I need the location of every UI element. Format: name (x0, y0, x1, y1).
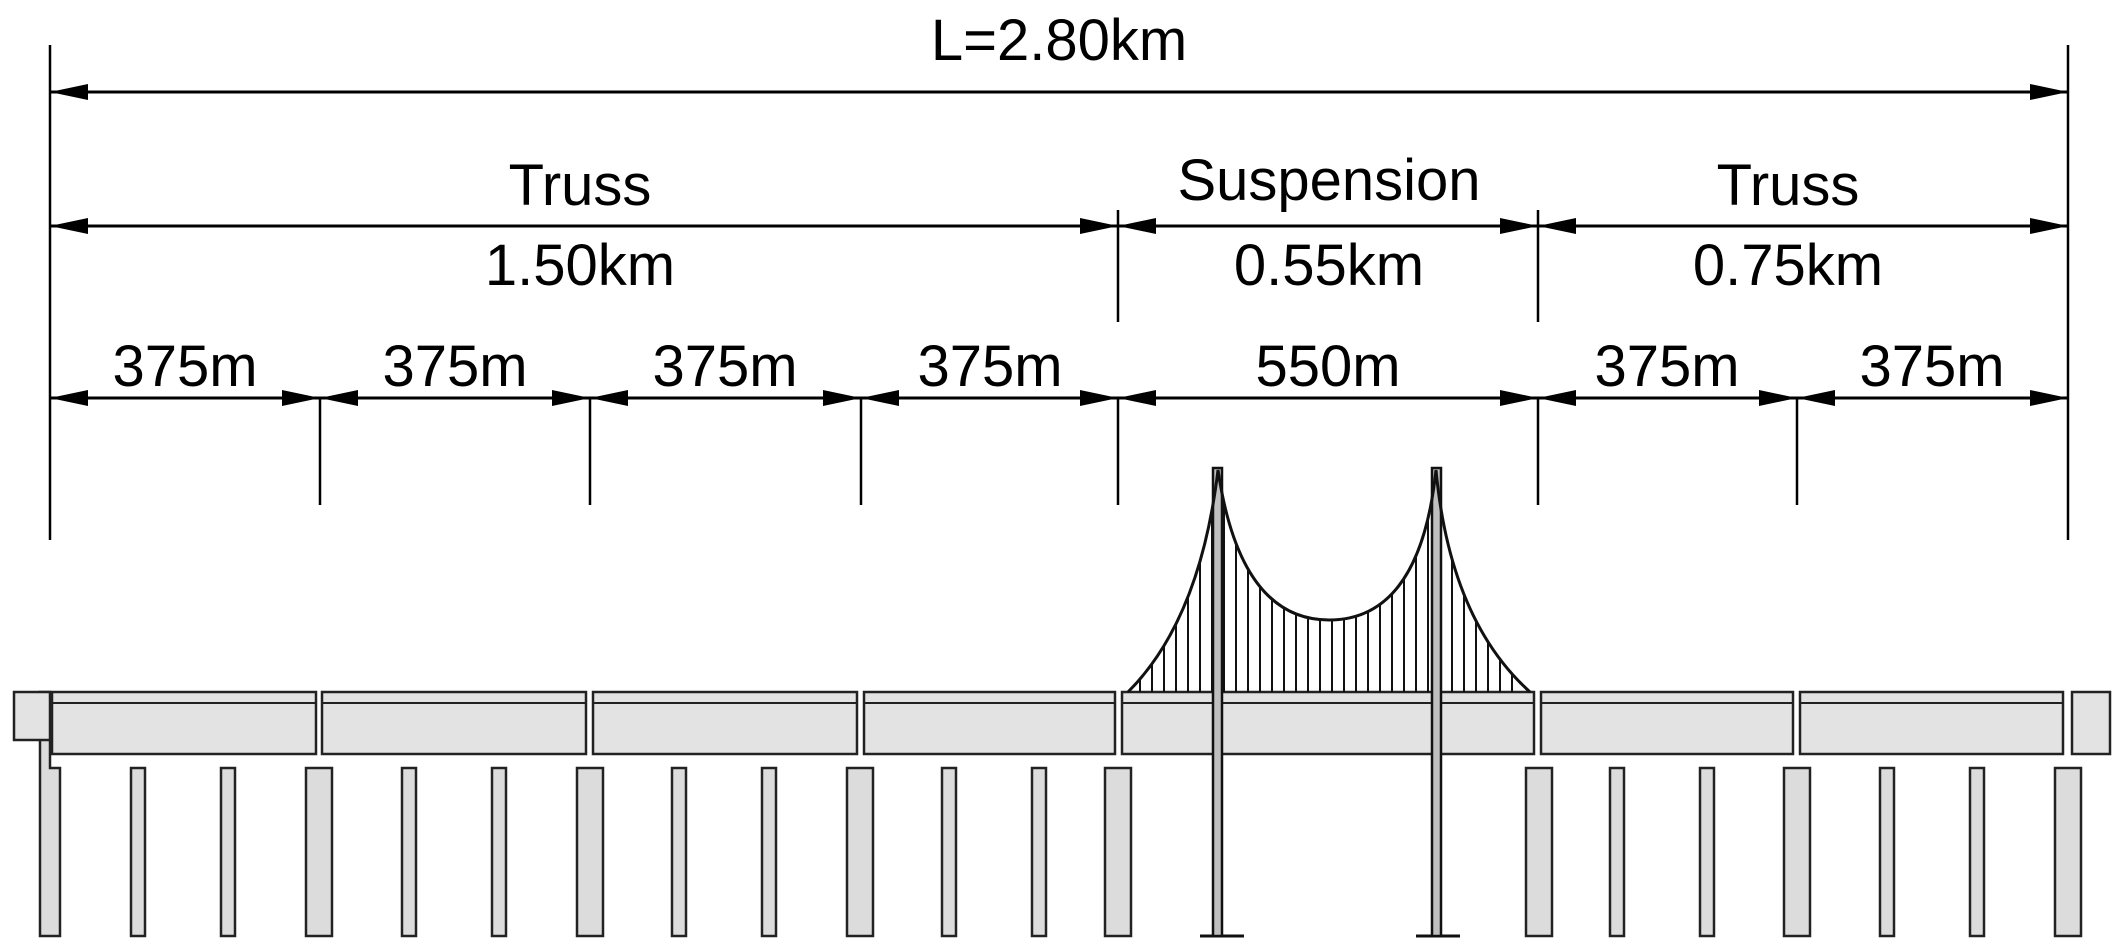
arrow-head (2030, 390, 2068, 406)
pier (1030, 766, 1048, 938)
pier (1103, 766, 1133, 938)
pier (1878, 766, 1896, 938)
arrow-head (50, 390, 88, 406)
section-length-suspension: 0.55km (1234, 233, 1424, 298)
pier (670, 766, 688, 938)
pier (1698, 766, 1716, 938)
arrow-head (1538, 218, 1576, 234)
arrow-head (50, 218, 88, 234)
arrow-head (1118, 390, 1156, 406)
arrow-head (552, 390, 590, 406)
section-dimensions: Truss 1.50km Suspension 0.55km Truss 0.7… (50, 148, 2068, 322)
arrow-head (2030, 84, 2068, 100)
section-name-suspension: Suspension (1177, 148, 1480, 213)
towers (1211, 466, 1443, 938)
section-length-truss-left: 1.50km (485, 233, 675, 298)
arrow-head (1797, 390, 1835, 406)
arrow-head (590, 390, 628, 406)
arrow-head (1759, 390, 1797, 406)
right-tower (1430, 466, 1443, 938)
pier (129, 766, 147, 938)
arrow-head (282, 390, 320, 406)
pier (304, 766, 334, 938)
arrow-head (50, 84, 88, 100)
deck-segment (862, 690, 1117, 756)
arrow-head (1118, 218, 1156, 234)
section-name-truss-left: Truss (509, 153, 652, 218)
pier (219, 766, 237, 938)
span-label: 375m (652, 334, 797, 399)
main-cable (1126, 469, 1532, 694)
deck (12, 690, 2112, 756)
section-name-truss-right: Truss (1717, 153, 1860, 218)
span-label: 550m (1255, 334, 1400, 399)
span-label: 375m (917, 334, 1062, 399)
span-dimensions: 375m 375m 375m 375m 550m 375m 375m (50, 334, 2068, 505)
section-length-truss-right: 0.75km (1693, 233, 1883, 298)
total-length-dimension: L=2.80km (48, 8, 2070, 540)
pier (400, 766, 418, 938)
piers (38, 690, 2083, 938)
arrow-head (1500, 390, 1538, 406)
span-label: 375m (1859, 334, 2004, 399)
span-label: 375m (1594, 334, 1739, 399)
arrow-head (861, 390, 899, 406)
pier (1524, 766, 1554, 938)
pier (845, 766, 875, 938)
bridge-structure (12, 466, 2112, 938)
deck-segment-suspension (1120, 690, 1536, 756)
arrow-head (1080, 218, 1118, 234)
arrow-head (1500, 218, 1538, 234)
arrow-head (1538, 390, 1576, 406)
pier (760, 766, 778, 938)
deck-segment (1798, 690, 2065, 756)
pier (490, 766, 508, 938)
total-length-label: L=2.80km (931, 8, 1187, 73)
arrow-head (1080, 390, 1118, 406)
deck-segment (12, 690, 52, 742)
pier (1782, 766, 1812, 938)
pier (575, 766, 605, 938)
deck-segment (50, 690, 318, 756)
deck-segment (2070, 690, 2112, 756)
pier (1608, 766, 1626, 938)
deck-segment (1539, 690, 1795, 756)
pier (2053, 766, 2083, 938)
deck-segment (320, 690, 588, 756)
deck-segment (591, 690, 859, 756)
left-tower (1211, 466, 1224, 938)
span-label: 375m (112, 334, 257, 399)
arrow-head (320, 390, 358, 406)
arrow-head (823, 390, 861, 406)
suspension-hangers (1139, 502, 1513, 692)
pier (1968, 766, 1986, 938)
span-label: 375m (382, 334, 527, 399)
pier (940, 766, 958, 938)
arrow-head (2030, 218, 2068, 234)
